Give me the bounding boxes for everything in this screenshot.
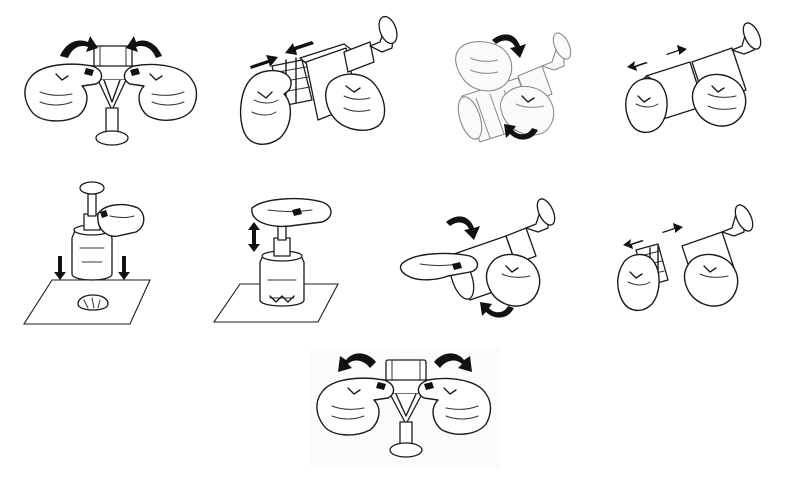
curved-arrow-icon: [434, 353, 472, 372]
step-5-device: [71, 181, 113, 281]
step-7-left-hand: [399, 252, 479, 281]
curved-arrow-icon: [480, 302, 514, 318]
step-9-right-hand: [417, 377, 492, 435]
straight-arrow-icon: [285, 41, 314, 55]
step-1-rotate-open: [24, 36, 198, 146]
step-1-device: [87, 45, 141, 146]
double-arrow-icon: [248, 222, 260, 252]
straight-arrow-icon: [623, 239, 644, 249]
step-4-pull-apart: [625, 22, 762, 133]
curved-arrow-icon: [446, 216, 480, 240]
straight-arrow-icon: [250, 55, 278, 69]
straight-arrow-icon: [54, 256, 66, 280]
straight-arrow-icon: [118, 256, 130, 280]
straight-arrow-icon: [627, 61, 648, 71]
step-7-twist: [399, 198, 556, 318]
step-7-right-hand: [485, 253, 541, 307]
curved-arrow-icon: [60, 36, 98, 58]
step-6-device: [259, 221, 305, 307]
curved-arrow-icon: [504, 124, 538, 140]
step-4-left-hand: [625, 77, 668, 133]
step-3-left-hand: [455, 41, 513, 92]
step-3-right-hand: [499, 85, 555, 136]
step-9-rotate-close: [310, 348, 500, 468]
step-4-right-hand: [691, 73, 747, 127]
straight-arrow-icon: [662, 223, 683, 233]
curved-arrow-icon: [492, 34, 526, 58]
curved-arrow-icon: [338, 353, 376, 372]
step-2-push-in: [239, 15, 398, 145]
straight-arrow-icon: [666, 45, 687, 55]
step-8-right-hand: [683, 253, 739, 307]
step-9-left-hand: [316, 377, 395, 436]
step-5-press-down: [22, 181, 151, 325]
step-5-hand: [97, 203, 145, 237]
step-2-left-hand: [239, 69, 292, 145]
curved-arrow-icon: [126, 36, 162, 58]
step-8-left-hand: [617, 253, 660, 311]
step-9-device: [379, 359, 433, 458]
step-1-left-hand: [24, 63, 103, 122]
step-1-right-hand: [123, 63, 198, 121]
step-8-pull-apart: [617, 204, 754, 311]
step-6-pump: [212, 197, 339, 323]
step-2-right-hand: [325, 73, 386, 131]
step-6-hand: [251, 197, 332, 228]
step-3-twist: [455, 32, 572, 143]
